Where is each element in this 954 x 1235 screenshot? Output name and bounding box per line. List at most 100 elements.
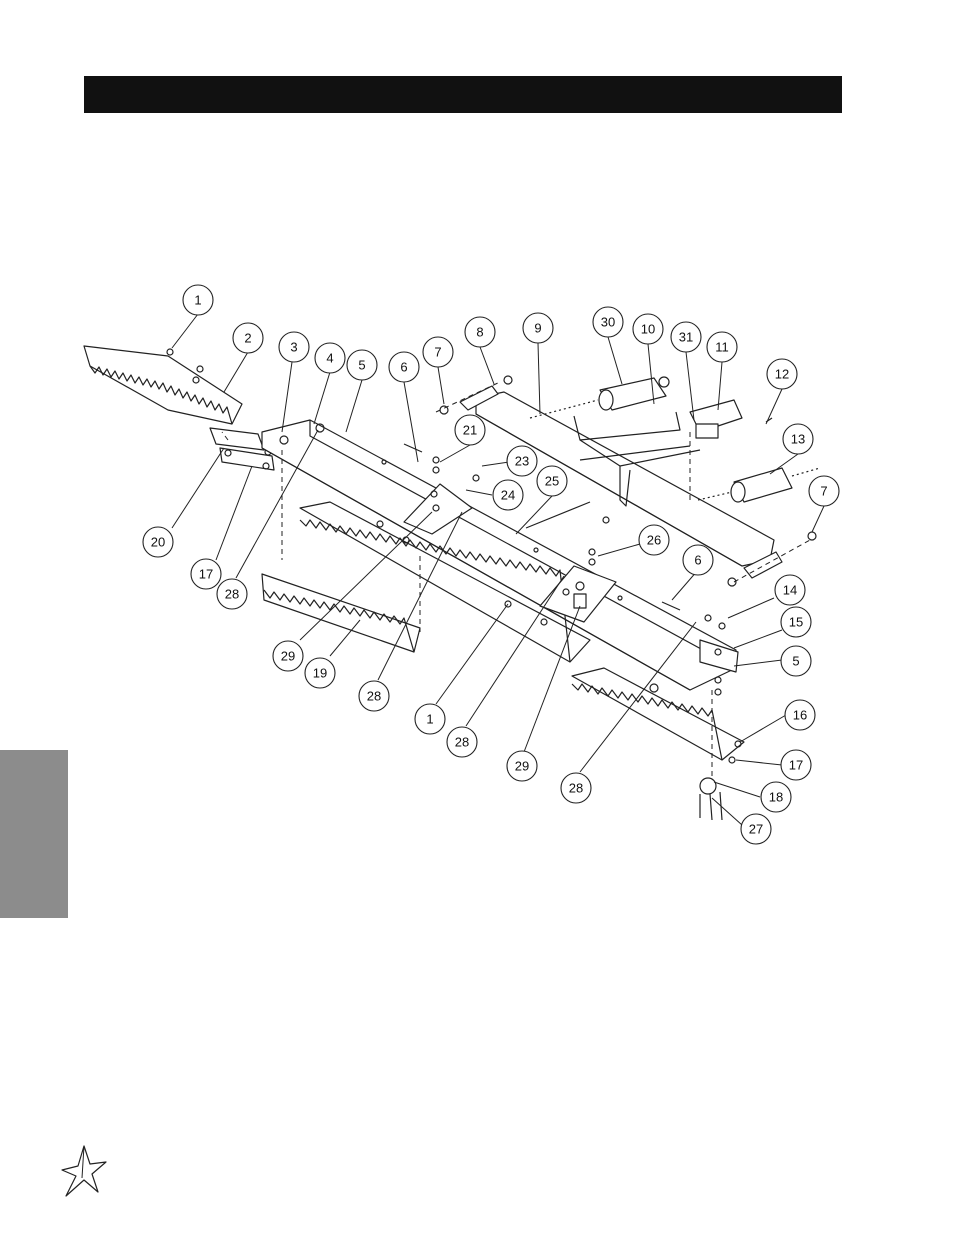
callout-circle <box>346 349 378 381</box>
callout-13: 13 <box>782 423 814 455</box>
callout-circle <box>464 316 496 348</box>
callout-circle <box>522 312 554 344</box>
callout-label: 29 <box>281 649 295 664</box>
callout-circle <box>632 313 664 345</box>
callout-circle <box>808 475 840 507</box>
valve-block <box>689 399 743 439</box>
callout-circle <box>780 749 812 781</box>
callout-circle <box>454 414 486 446</box>
callout-label: 25 <box>545 474 559 489</box>
callout-28: 28 <box>216 578 248 610</box>
cylinder-top <box>529 376 670 419</box>
callout-label: 14 <box>783 583 797 598</box>
callout-circle <box>422 336 454 368</box>
callout-label: 3 <box>290 340 297 355</box>
callout-circle <box>278 331 310 363</box>
right-mount-bracket <box>699 639 739 673</box>
callout-circle <box>492 479 524 511</box>
callout-circle <box>638 524 670 556</box>
callout-26: 26 <box>638 524 670 556</box>
callout-label: 31 <box>679 330 693 345</box>
front-blade <box>299 501 591 663</box>
callout-circle <box>670 321 702 353</box>
callout-label: 17 <box>789 758 803 773</box>
center-plate <box>539 565 617 623</box>
callout-circle <box>446 726 478 758</box>
callout-label: 11 <box>715 340 729 355</box>
left-center-plate <box>403 483 473 535</box>
callout-label: 27 <box>749 822 763 837</box>
callout-label: 26 <box>647 533 661 548</box>
callout-6: 6 <box>388 351 420 383</box>
callout-circle <box>232 322 264 354</box>
callout-2: 2 <box>232 322 264 354</box>
callout-circle <box>358 680 390 712</box>
callout-16: 16 <box>784 699 816 731</box>
left-blade <box>83 345 243 425</box>
callout-label: 10 <box>641 322 655 337</box>
callout-9: 9 <box>522 312 554 344</box>
callout-12: 12 <box>766 358 798 390</box>
logo-icon <box>61 1145 107 1197</box>
callout-circle <box>740 813 772 845</box>
callout-7: 7 <box>808 475 840 507</box>
callout-circle <box>142 526 174 558</box>
callout-circle <box>182 284 214 316</box>
callout-7: 7 <box>422 336 454 368</box>
callout-label: 20 <box>151 535 165 550</box>
callout-label: 28 <box>455 735 469 750</box>
callout-label: 18 <box>769 790 783 805</box>
callout-circle <box>388 351 420 383</box>
callout-label: 28 <box>225 587 239 602</box>
callout-23: 23 <box>506 445 538 477</box>
callout-8: 8 <box>464 316 496 348</box>
callout-label: 1 <box>194 293 201 308</box>
callout-circle <box>682 544 714 576</box>
callout-label: 17 <box>199 567 213 582</box>
lower-blade <box>261 573 421 653</box>
callout-3: 3 <box>278 331 310 363</box>
callout-circle <box>592 306 624 338</box>
cylinder-lower <box>697 467 821 503</box>
callout-label: 4 <box>326 351 333 366</box>
callout-label: 28 <box>367 689 381 704</box>
pin-6 <box>403 443 681 611</box>
callout-label: 7 <box>820 484 827 499</box>
callout-circle <box>706 331 738 363</box>
callout-27: 27 <box>740 813 772 845</box>
callout-circle <box>782 423 814 455</box>
callout-circle <box>780 606 812 638</box>
callout-label: 2 <box>244 331 251 346</box>
callout-17: 17 <box>190 558 222 590</box>
callout-circle <box>506 750 538 782</box>
callout-label: 8 <box>476 325 483 340</box>
callout-circle <box>216 578 248 610</box>
callout-30: 30 <box>592 306 624 338</box>
callout-label: 6 <box>400 360 407 375</box>
callout-label: 29 <box>515 759 529 774</box>
callout-31: 31 <box>670 321 702 353</box>
callout-label: 16 <box>793 708 807 723</box>
left-bracket <box>209 427 275 471</box>
callout-1: 1 <box>414 703 446 735</box>
callout-label: 5 <box>358 358 365 373</box>
callout-17: 17 <box>780 749 812 781</box>
callout-circle <box>760 781 792 813</box>
callout-24: 24 <box>492 479 524 511</box>
callout-10: 10 <box>632 313 664 345</box>
callout-6: 6 <box>682 544 714 576</box>
callout-label: 19 <box>313 666 327 681</box>
callout-circle <box>784 699 816 731</box>
callout-circle <box>190 558 222 590</box>
callout-4: 4 <box>314 342 346 374</box>
callout-label: 5 <box>792 654 799 669</box>
callout-label: 6 <box>694 553 701 568</box>
header-bar <box>84 76 842 113</box>
callout-label: 15 <box>789 615 803 630</box>
callout-label: 13 <box>791 432 805 447</box>
callout-label: 23 <box>515 454 529 469</box>
callout-11: 11 <box>706 331 738 363</box>
callout-label: 21 <box>463 423 477 438</box>
callout-1: 1 <box>182 284 214 316</box>
